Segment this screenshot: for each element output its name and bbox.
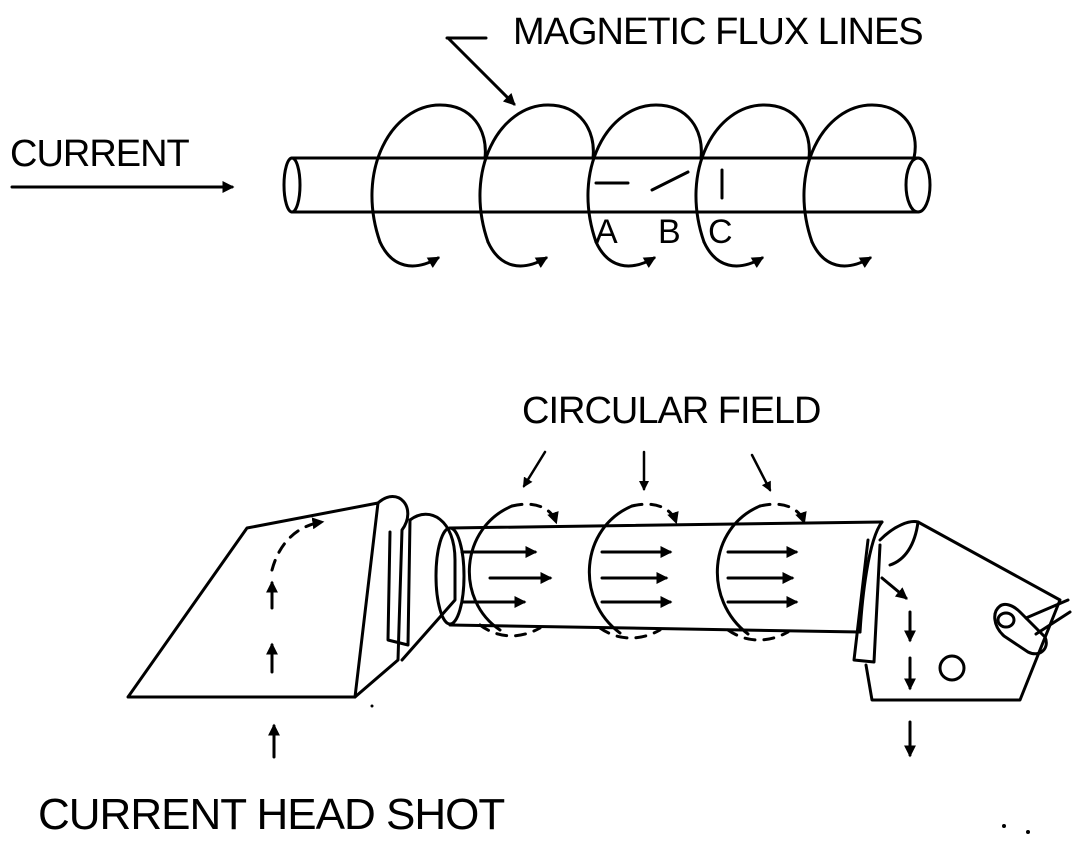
clamp-handle bbox=[993, 598, 1072, 656]
magnetic-flux-loop bbox=[694, 103, 811, 269]
magnetic-flux-loop bbox=[478, 103, 595, 269]
flux-lines-pointer bbox=[445, 36, 514, 104]
indication-b-mark bbox=[650, 170, 690, 192]
circular-field-loop bbox=[587, 502, 679, 640]
scan-speck bbox=[1026, 830, 1030, 834]
circular-field-pointer-1 bbox=[522, 450, 547, 488]
magnetic-flux-loop bbox=[370, 103, 487, 269]
current-head-shot-label: CURRENT HEAD SHOT bbox=[38, 790, 504, 839]
left-contact-head bbox=[126, 495, 457, 699]
test-bar bbox=[434, 520, 884, 634]
circular-field-pointer-3 bbox=[750, 453, 772, 492]
scan-speck bbox=[1002, 824, 1006, 828]
circular-field-label: CIRCULAR FIELD bbox=[522, 390, 821, 432]
indication-c-label: C bbox=[708, 213, 732, 251]
current-label: CURRENT bbox=[10, 133, 190, 175]
circular-field-loop bbox=[715, 502, 807, 642]
current-path-curve bbox=[270, 517, 325, 572]
bar-current-arrows bbox=[460, 546, 799, 608]
indication-a-label: A bbox=[595, 213, 618, 251]
scan-speck bbox=[370, 704, 374, 708]
magnetic-flux-lines-label: MAGNETIC FLUX LINES bbox=[513, 11, 923, 53]
magnetic-flux-loop bbox=[802, 103, 917, 269]
current-down-arrow-1 bbox=[880, 576, 908, 600]
circular-field-loop bbox=[467, 502, 559, 638]
right-contact-head bbox=[852, 520, 1072, 702]
indication-b-label: B bbox=[658, 213, 680, 251]
conductor-rod bbox=[282, 156, 932, 214]
magnetic-flux-loop bbox=[586, 103, 703, 269]
